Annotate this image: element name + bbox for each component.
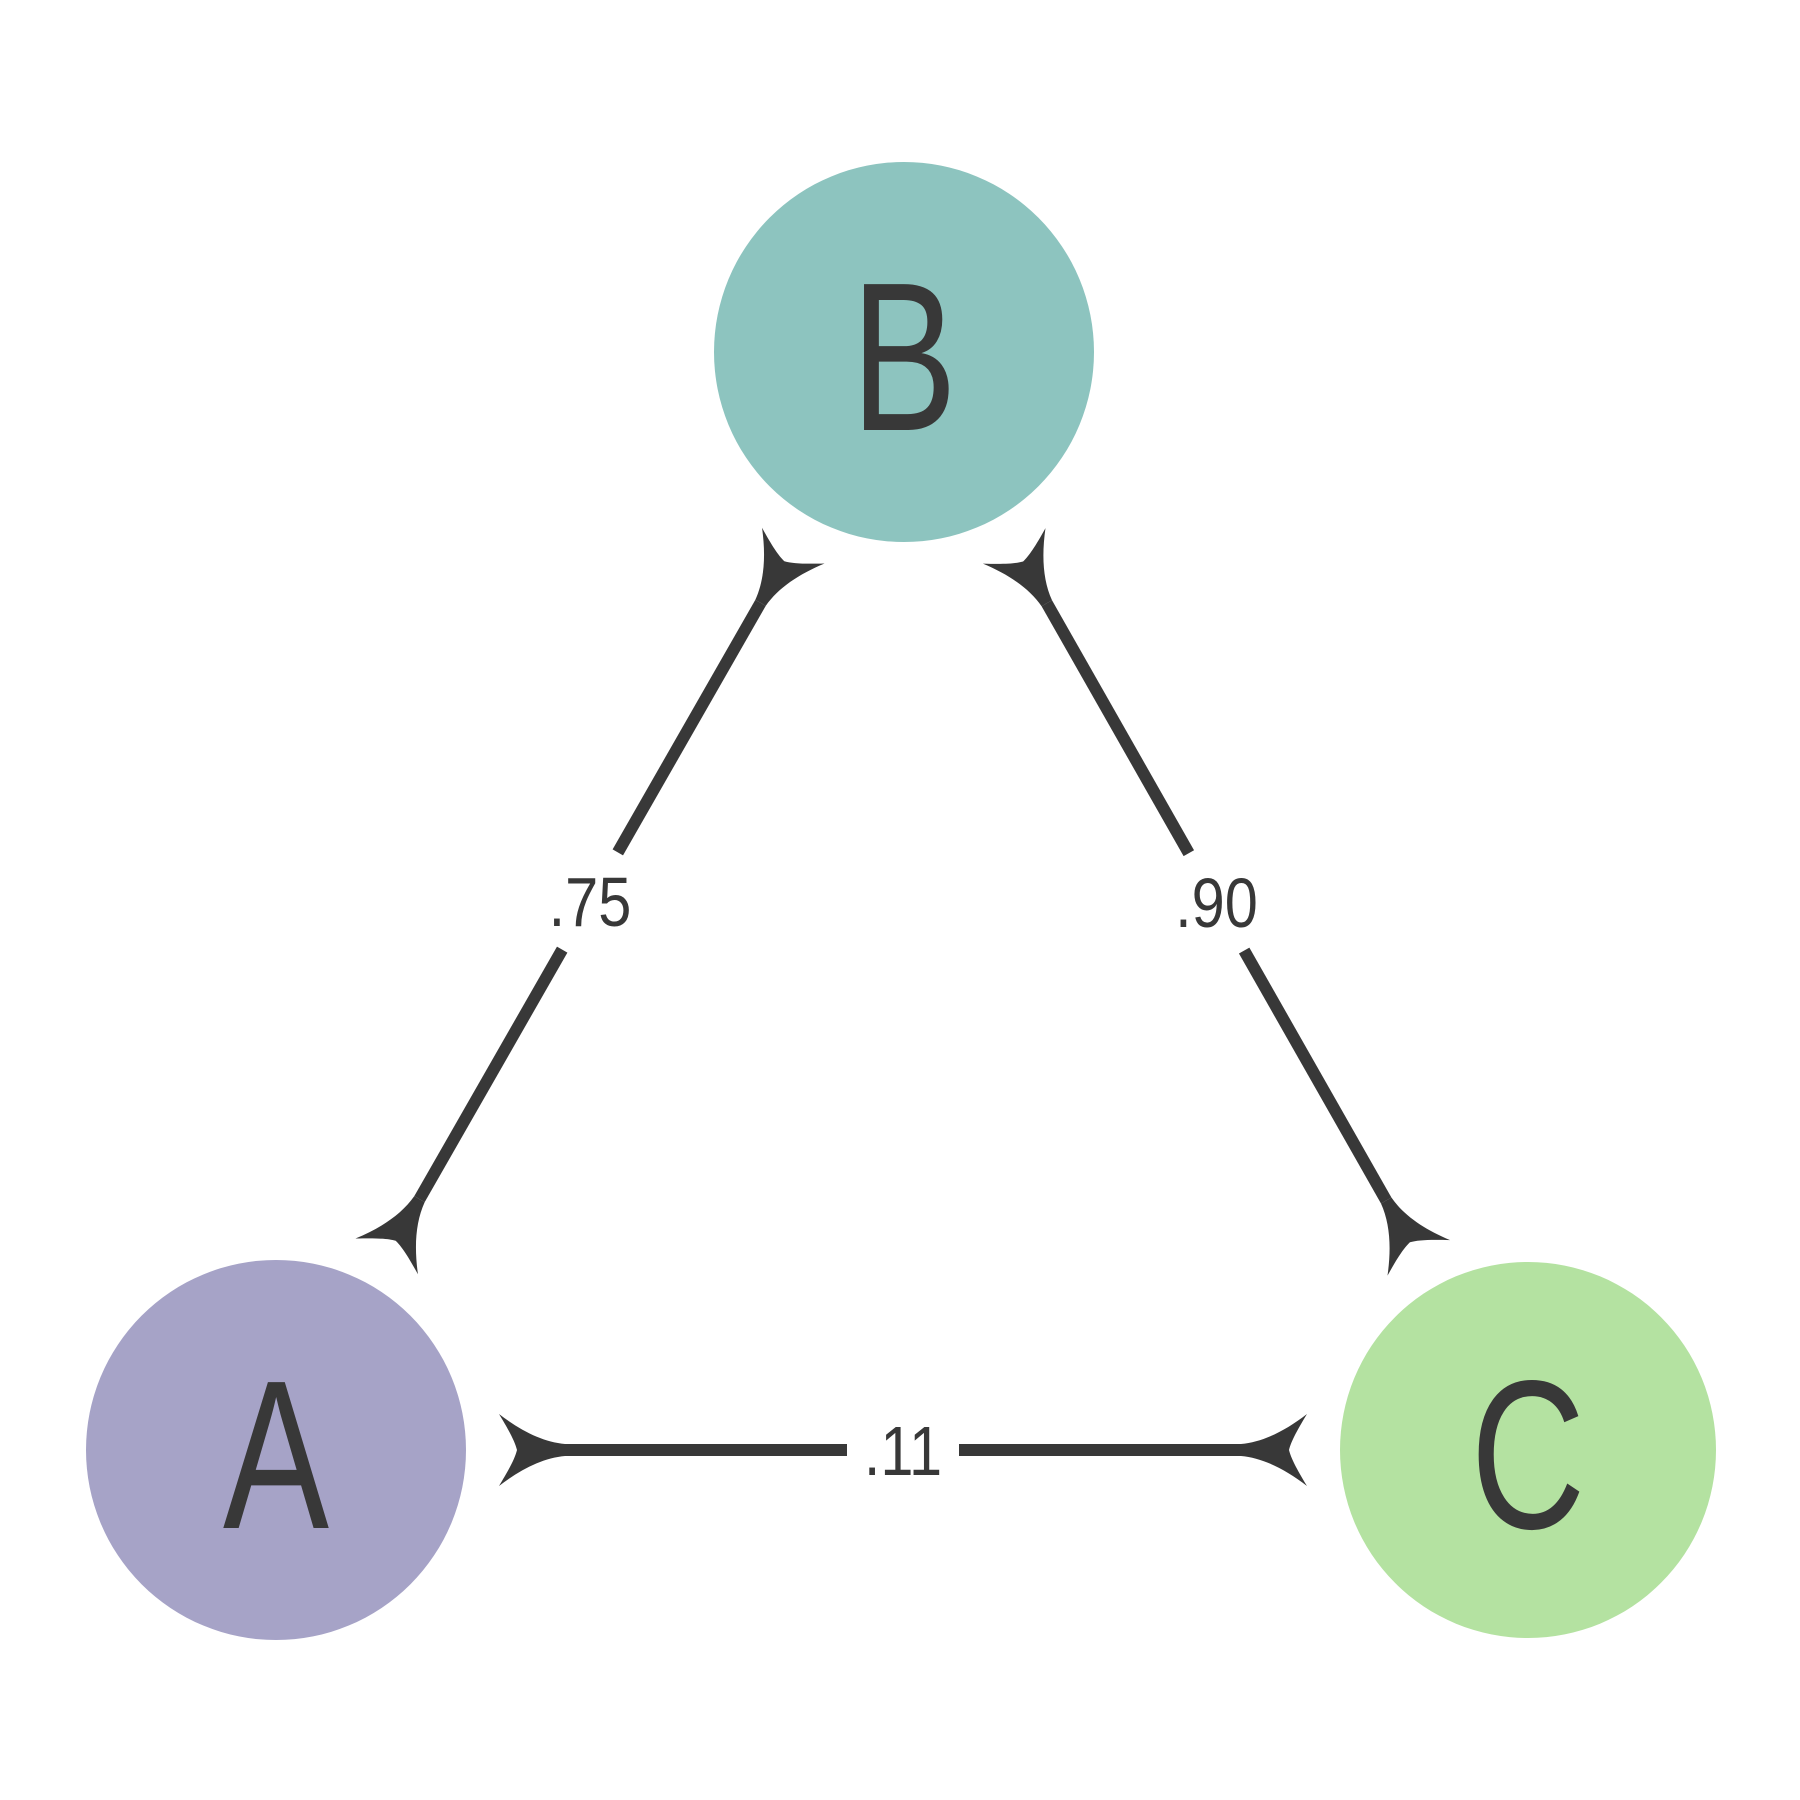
arrowhead-to-A-icon: [499, 1414, 565, 1486]
arrowhead-to-A-icon: [355, 1196, 425, 1275]
node-A: A: [86, 1260, 466, 1640]
arrowhead-to-B-icon: [982, 528, 1053, 607]
node-A-label: A: [223, 1336, 329, 1574]
node-B-circle: [714, 162, 1094, 542]
node-A-circle: [86, 1260, 466, 1640]
edge-B-C-line-2: [1238, 947, 1392, 1204]
node-B-label: B: [851, 238, 957, 476]
node-B: B: [714, 162, 1094, 542]
node-C-circle: [1340, 1262, 1716, 1638]
node-C-label: C: [1471, 1336, 1586, 1574]
edge-B-C: .90: [982, 528, 1451, 1276]
edge-A-B-weight: .75: [549, 862, 632, 941]
edge-A-B-line-2: [612, 599, 766, 856]
arrowhead-to-B-icon: [755, 527, 825, 606]
node-C: C: [1340, 1262, 1716, 1638]
edge-A-B-line-1: [414, 946, 568, 1203]
edge-A-B: .75: [355, 527, 825, 1275]
edge-A-C-weight: .11: [864, 1411, 942, 1490]
arrowhead-to-C-icon: [1241, 1414, 1307, 1486]
arrowhead-to-C-icon: [1380, 1197, 1451, 1276]
edge-A-C: .11: [499, 1411, 1307, 1490]
edge-B-C-line-1: [1041, 600, 1195, 857]
edge-B-C-weight: .90: [1175, 863, 1258, 942]
